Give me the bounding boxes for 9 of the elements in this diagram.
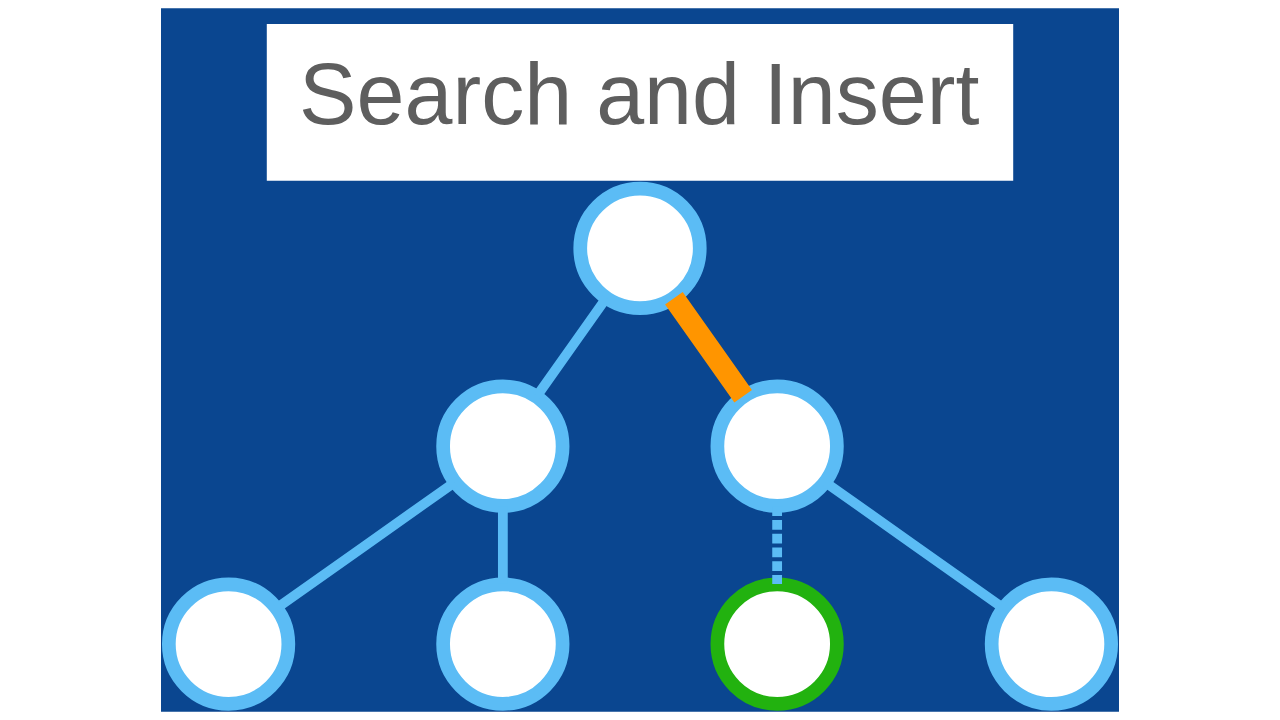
diagram-title: Search and Insert — [299, 46, 980, 143]
node-circle — [984, 577, 1118, 711]
node-circle — [573, 181, 707, 315]
node-circle — [436, 379, 570, 513]
node-circle — [162, 577, 296, 711]
connector — [665, 292, 752, 403]
node-circle — [710, 379, 844, 513]
node-circle — [436, 577, 570, 711]
node-circle — [710, 577, 844, 711]
